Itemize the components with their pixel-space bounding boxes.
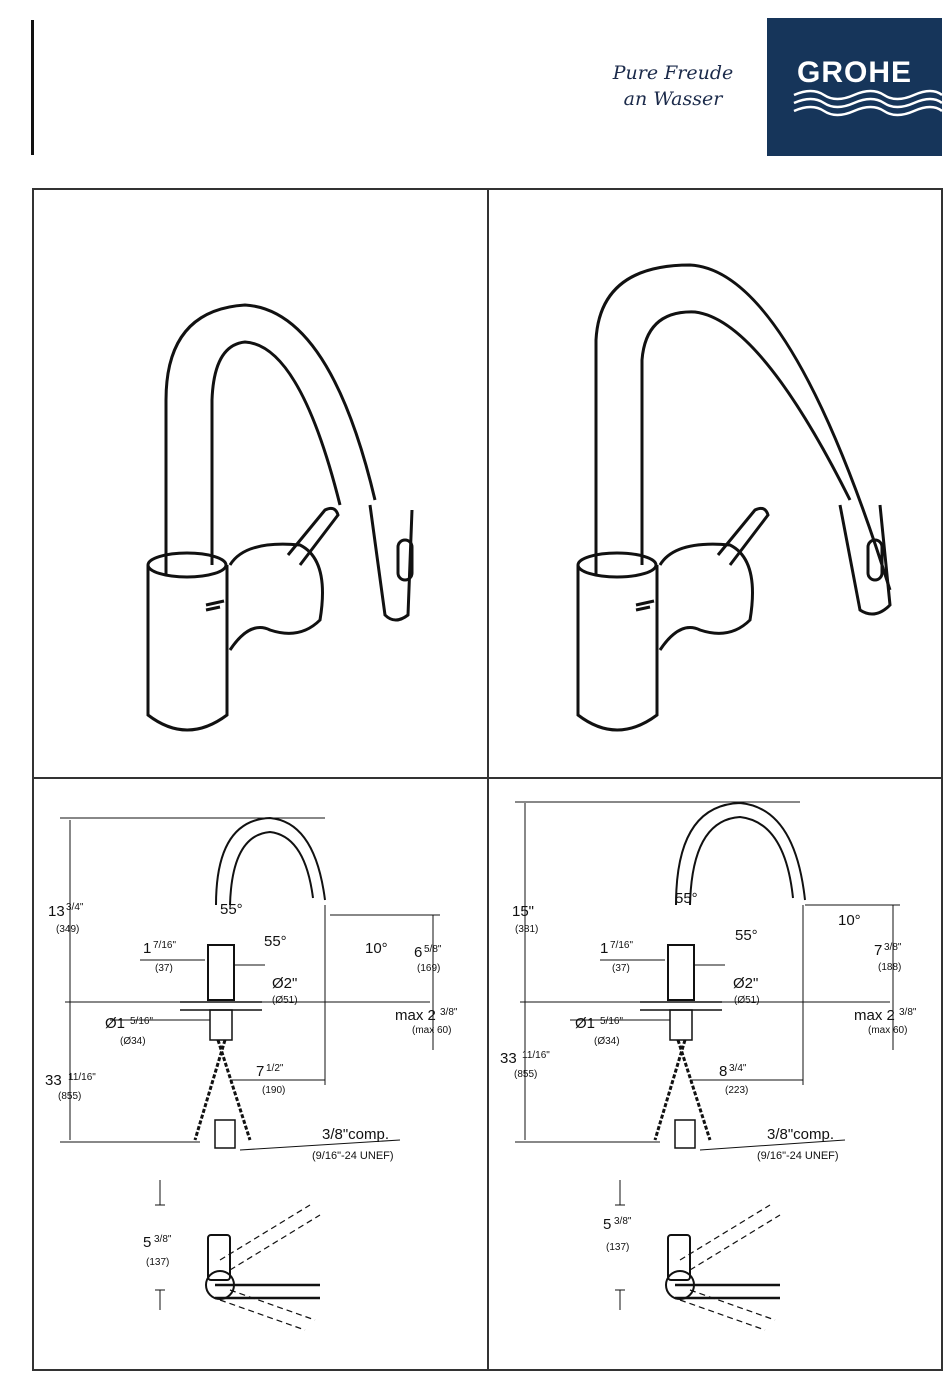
dim-deck-max-mm: (max 60) xyxy=(412,1025,451,1036)
dim-deck-max: max 2 xyxy=(395,1007,436,1024)
dim-hose-len-frac: 11/16" xyxy=(522,1050,550,1061)
dim-deck-max-frac: 3/8" xyxy=(899,1007,917,1018)
dim-hole-dia: Ø2" xyxy=(733,975,758,992)
dimension-drawing-left: 13 3/4" (349) 55° 55° 1 7/16" (37) Ø2" (… xyxy=(45,816,458,1332)
dim-spout-height: 6 xyxy=(414,944,422,961)
dim-spout-angle: 55° xyxy=(220,901,243,918)
dim-reach-mm: (190) xyxy=(262,1085,285,1096)
faucet-perspective-left xyxy=(146,303,414,732)
dim-body-dia-frac: 7/16" xyxy=(153,940,176,951)
dim-height-total: 13 xyxy=(48,903,65,920)
dim-reach-frac: 1/2" xyxy=(266,1063,284,1074)
dim-shank-dia-frac: 5/16" xyxy=(130,1016,153,1027)
dim-plan: 5 xyxy=(143,1234,151,1251)
dim-plan: 5 xyxy=(603,1216,611,1233)
dim-height-total: 15" xyxy=(512,903,534,920)
dim-hose-len-frac: 11/16" xyxy=(68,1072,96,1083)
dim-height-total-frac: 3/4" xyxy=(66,902,84,913)
dim-spout-height: 7 xyxy=(874,942,882,959)
dim-spout-height-mm: (188) xyxy=(878,962,901,973)
logo-wordmark: GROHE xyxy=(796,56,912,89)
dim-shank-dia-frac: 5/16" xyxy=(600,1016,623,1027)
dim-body-dia-frac: 7/16" xyxy=(610,940,633,951)
frame-divider-vertical xyxy=(487,188,489,1371)
dim-body-dia-mm: (37) xyxy=(612,963,630,974)
header-accent-bar xyxy=(31,20,34,155)
dim-conn: 3/8"comp. xyxy=(767,1126,834,1143)
dim-deck-max-frac: 3/8" xyxy=(440,1007,458,1018)
dim-deck-max-mm: (max 60) xyxy=(868,1025,907,1036)
dim-tilt: 10° xyxy=(365,940,388,957)
dim-hole-dia-mm: (Ø51) xyxy=(272,995,298,1006)
dim-reach: 7 xyxy=(256,1063,264,1080)
dim-body-dia: 1 xyxy=(143,940,151,957)
dim-reach-mm: (223) xyxy=(725,1085,748,1096)
logo-waves-icon xyxy=(793,89,942,117)
tagline-line-1: Pure Freude xyxy=(612,62,734,84)
brand-tagline: Pure Freude an Wasser xyxy=(598,60,748,112)
dim-body-dia-mm: (37) xyxy=(155,963,173,974)
dim-plan-frac: 3/8" xyxy=(614,1216,632,1227)
dim-conn-thread: (9/16"-24 UNEF) xyxy=(757,1150,839,1162)
dim-hose-len-mm: (855) xyxy=(58,1091,81,1102)
dim-spout-angle: 55° xyxy=(675,890,698,907)
dim-height-total-mm: (349) xyxy=(56,924,79,935)
dim-shank-dia-mm: (Ø34) xyxy=(120,1036,146,1047)
dim-conn: 3/8"comp. xyxy=(322,1126,389,1143)
dim-plan-mm: (137) xyxy=(146,1257,169,1268)
tagline-line-2: an Wasser xyxy=(623,88,723,110)
dim-shank-dia-mm: (Ø34) xyxy=(594,1036,620,1047)
faucet-perspective-right xyxy=(576,263,892,732)
dim-hole-dia-mm: (Ø51) xyxy=(734,995,760,1006)
dim-hole-dia: Ø2" xyxy=(272,975,297,992)
dim-height-total-mm: (381) xyxy=(515,924,538,935)
dim-shank-dia: Ø1 xyxy=(575,1015,595,1032)
dim-spout-height-frac: 3/8" xyxy=(884,942,902,953)
brand-logo: GROHE xyxy=(767,18,942,156)
dim-hose-len: 33 xyxy=(500,1050,517,1067)
dim-hose-len: 33 xyxy=(45,1072,62,1089)
dim-conn-thread: (9/16"-24 UNEF) xyxy=(312,1150,394,1162)
dim-plan-frac: 3/8" xyxy=(154,1234,172,1245)
dim-plan-mm: (137) xyxy=(606,1242,629,1253)
dim-handle-angle: 55° xyxy=(735,927,758,944)
dim-deck-max: max 2 xyxy=(854,1007,895,1024)
dim-spout-height-mm: (169) xyxy=(417,963,440,974)
frame-divider-horizontal xyxy=(32,777,943,779)
dim-tilt: 10° xyxy=(838,912,861,929)
dim-shank-dia: Ø1 xyxy=(105,1015,125,1032)
dim-handle-angle: 55° xyxy=(264,933,287,950)
dim-body-dia: 1 xyxy=(600,940,608,957)
dim-hose-len-mm: (855) xyxy=(514,1069,537,1080)
dimension-drawing-right: 15" (381) 55° 55° 1 7/16" (37) Ø2" (Ø51)… xyxy=(500,801,917,1332)
dim-spout-height-frac: 5/8" xyxy=(424,944,442,955)
dim-reach-frac: 3/4" xyxy=(729,1063,747,1074)
dim-reach: 8 xyxy=(719,1063,727,1080)
